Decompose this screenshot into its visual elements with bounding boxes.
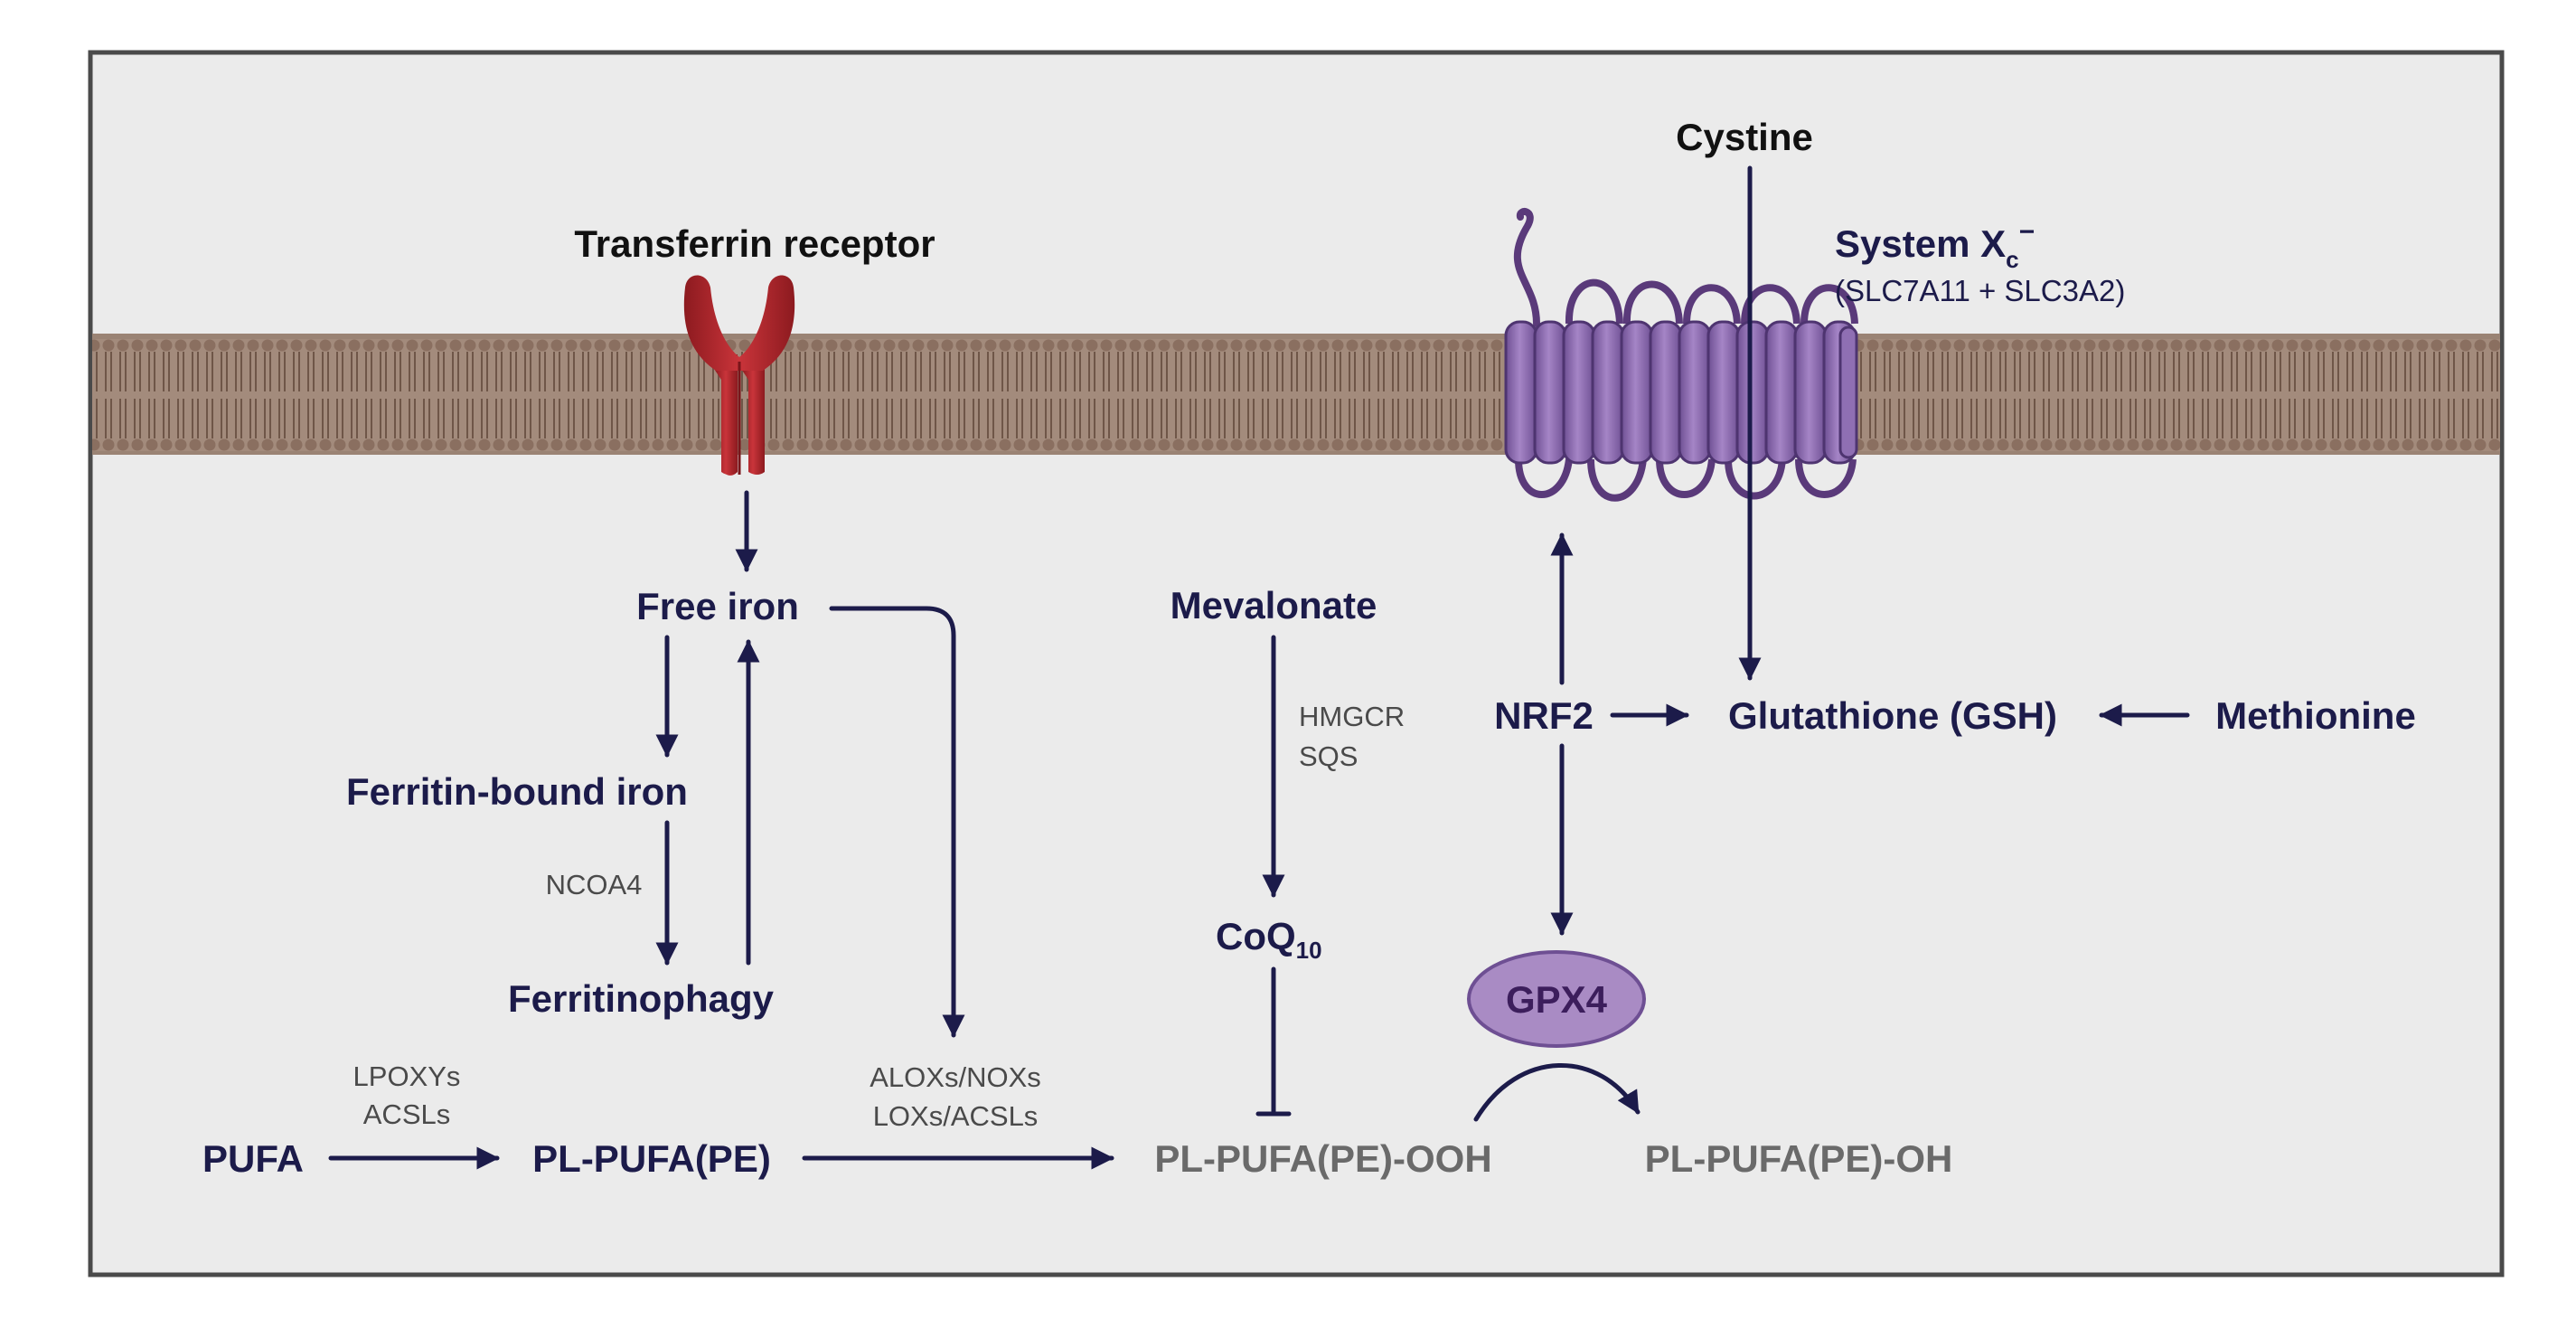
pathway-arrows <box>328 165 2190 1170</box>
cell-membrane <box>92 334 2500 455</box>
system-xc-subscript: c <box>2006 246 2018 273</box>
ferritin-bound-iron-label: Ferritin-bound iron <box>346 770 688 813</box>
coq10-label: CoQ10 <box>1216 915 1322 964</box>
y-shaped-receptor-icon <box>683 275 795 476</box>
pl-pufa-label: PL-PUFA(PE) <box>532 1137 771 1180</box>
gpx4-enzyme-ellipse <box>1467 950 1646 1048</box>
loxs-acsls-label: LOXs/ACSLs <box>873 1100 1039 1132</box>
mevalonate-label: Mevalonate <box>1170 584 1377 627</box>
glutathione-label: Glutathione (GSH) <box>1728 694 2057 737</box>
nrf2-label: NRF2 <box>1494 694 1594 737</box>
coq10-main: CoQ <box>1216 915 1296 957</box>
coq10-subscript: 10 <box>1296 937 1322 964</box>
system-xc-components: (SLC7A11 + SLC3A2) <box>1835 274 2125 307</box>
system-xc-superscript: − <box>2019 217 2035 247</box>
ncoa4-label: NCOA4 <box>546 869 643 900</box>
pufa-label: PUFA <box>202 1137 304 1180</box>
ferritinophagy-label: Ferritinophagy <box>508 977 775 1020</box>
hmgcr-label: HMGCR <box>1299 701 1405 732</box>
system-xc-label: System Xc− <box>1835 217 2035 273</box>
sqs-label: SQS <box>1299 740 1358 772</box>
arrow-free-iron-to-oxidation <box>829 606 965 1038</box>
gpx4-label: GPX4 <box>1506 978 1608 1021</box>
cystine-label: Cystine <box>1676 116 1813 158</box>
lpoxys-label: LPOXYs <box>353 1060 461 1092</box>
diagram-panel <box>88 50 2505 1277</box>
acsls-label: ACSLs <box>363 1098 450 1130</box>
pl-pufa-oh-label: PL-PUFA(PE)-OH <box>1645 1137 1953 1180</box>
pl-pufa-ooh-label: PL-PUFA(PE)-OOH <box>1154 1137 1491 1180</box>
transferrin-receptor-label: Transferrin receptor <box>574 222 935 265</box>
methionine-label: Methionine <box>2215 694 2416 737</box>
free-iron-label: Free iron <box>636 585 799 627</box>
multipass-transporter-icon <box>1504 208 1858 502</box>
system-xc-main: System X <box>1835 222 2006 265</box>
aloxs-noxs-label: ALOXs/NOXs <box>870 1061 1041 1093</box>
arrow-gpx4-reduction <box>1473 1063 1641 1122</box>
